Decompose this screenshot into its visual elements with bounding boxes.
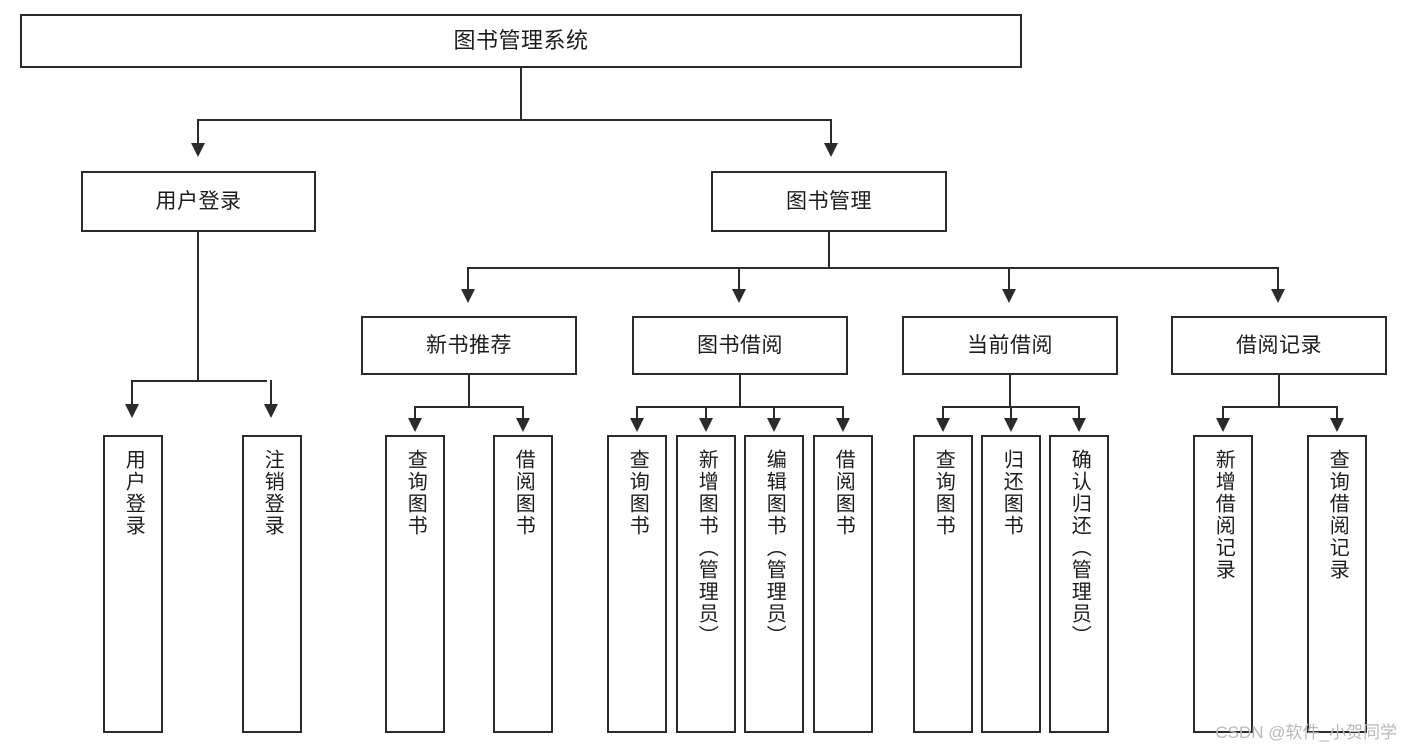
leaf-label: 新增借阅记录 <box>1212 449 1235 581</box>
connector-book-mgmt-to-borrow-book <box>738 267 740 293</box>
connector-current-borrow-leaf-3 <box>1078 406 1080 422</box>
leaf-label: 查询图书 <box>932 449 955 537</box>
connector-borrow-book-bus <box>636 406 844 408</box>
connector-borrow-book-leaf-2 <box>705 406 707 422</box>
connector-borrow-book-leaf-4 <box>842 406 844 422</box>
leaf-borrow-book-borrow[interactable]: 借阅图书 <box>813 435 873 733</box>
connector-root-to-book-mgmt <box>830 119 832 147</box>
node-current-borrow[interactable]: 当前借阅 <box>902 316 1118 375</box>
arrow-root-to-book-mgmt <box>824 143 838 157</box>
arrow-borrow-book-leaf-2 <box>699 418 713 432</box>
leaf-user-login-login[interactable]: 用户登录 <box>103 435 163 733</box>
connector-book-mgmt-stem <box>828 232 830 268</box>
leaf-label: 新增图书（管理员） <box>695 449 718 647</box>
connector-borrow-book-stem <box>739 375 741 407</box>
connector-borrow-record-leaf-1 <box>1222 406 1224 422</box>
connector-borrow-record-leaf-2 <box>1336 406 1338 422</box>
node-label: 图书管理系统 <box>453 27 589 53</box>
leaf-current-borrow-query[interactable]: 查询图书 <box>913 435 973 733</box>
connector-user-login-bus <box>131 380 267 382</box>
connector-book-mgmt-to-current-borrow <box>1008 267 1010 293</box>
leaf-user-login-logout[interactable]: 注销登录 <box>242 435 302 733</box>
arrow-borrow-book-leaf-4 <box>836 418 850 432</box>
leaf-new-book-query[interactable]: 查询图书 <box>385 435 445 733</box>
arrow-user-login-leaf-1 <box>125 404 139 418</box>
connector-current-borrow-leaf-2 <box>1010 406 1012 422</box>
connector-book-mgmt-to-new-book <box>467 267 469 293</box>
arrow-root-to-user-login <box>191 143 205 157</box>
node-book-borrow[interactable]: 图书借阅 <box>632 316 848 375</box>
leaf-borrow-book-query[interactable]: 查询图书 <box>607 435 667 733</box>
arrow-borrow-book-leaf-3 <box>767 418 781 432</box>
leaf-borrow-book-edit[interactable]: 编辑图书（管理员） <box>744 435 804 733</box>
node-book-management[interactable]: 图书管理 <box>711 171 947 232</box>
arrow-book-mgmt-to-borrow-record <box>1271 289 1285 303</box>
arrow-book-mgmt-to-new-book <box>461 289 475 303</box>
connector-new-book-stem <box>468 375 470 407</box>
leaf-label: 查询图书 <box>626 449 649 537</box>
node-borrow-record[interactable]: 借阅记录 <box>1171 316 1387 375</box>
arrow-new-book-leaf-2 <box>516 418 530 432</box>
connector-new-book-leaf-1 <box>414 406 416 422</box>
node-new-book-recommend[interactable]: 新书推荐 <box>361 316 577 375</box>
connector-book-mgmt-to-borrow-record <box>1277 267 1279 293</box>
leaf-borrow-book-add[interactable]: 新增图书（管理员） <box>676 435 736 733</box>
arrow-current-borrow-leaf-1 <box>936 418 950 432</box>
node-label: 当前借阅 <box>967 333 1053 357</box>
connector-new-book-bus <box>414 406 524 408</box>
leaf-label: 查询图书 <box>404 449 427 537</box>
leaf-current-borrow-return[interactable]: 归还图书 <box>981 435 1041 733</box>
arrow-user-login-leaf-2 <box>264 404 278 418</box>
node-label: 用户登录 <box>155 189 242 213</box>
arrow-borrow-record-leaf-1 <box>1216 418 1230 432</box>
connector-new-book-leaf-2 <box>522 406 524 422</box>
connector-current-borrow-stem <box>1009 375 1011 407</box>
connector-user-login-leaf-1 <box>131 380 133 408</box>
leaf-label: 借阅图书 <box>512 449 535 537</box>
arrow-book-mgmt-to-current-borrow <box>1002 289 1016 303</box>
leaf-label: 归还图书 <box>1000 449 1023 537</box>
arrow-borrow-book-leaf-1 <box>630 418 644 432</box>
arrow-book-mgmt-to-borrow-book <box>732 289 746 303</box>
arrow-new-book-leaf-1 <box>408 418 422 432</box>
leaf-label: 注销登录 <box>261 449 284 537</box>
connector-borrow-record-bus <box>1222 406 1338 408</box>
connector-user-login-stem <box>197 232 199 381</box>
connector-root-bus <box>197 119 832 121</box>
node-label: 图书借阅 <box>697 333 783 357</box>
node-label: 图书管理 <box>786 189 872 213</box>
node-label: 新书推荐 <box>426 333 512 357</box>
connector-root-stem <box>520 68 522 120</box>
leaf-borrow-record-add[interactable]: 新增借阅记录 <box>1193 435 1253 733</box>
leaf-current-borrow-confirm-return[interactable]: 确认归还（管理员） <box>1049 435 1109 733</box>
leaf-label: 确认归还（管理员） <box>1068 449 1091 647</box>
connector-root-to-user-login <box>197 119 199 147</box>
connector-borrow-book-leaf-3 <box>773 406 775 422</box>
leaf-label: 查询借阅记录 <box>1326 449 1349 581</box>
node-label: 借阅记录 <box>1236 333 1322 357</box>
connector-borrow-book-leaf-1 <box>636 406 638 422</box>
arrow-borrow-record-leaf-2 <box>1330 418 1344 432</box>
arrow-current-borrow-leaf-2 <box>1004 418 1018 432</box>
connector-borrow-record-stem <box>1278 375 1280 407</box>
leaf-borrow-record-query[interactable]: 查询借阅记录 <box>1307 435 1367 733</box>
leaf-new-book-borrow[interactable]: 借阅图书 <box>493 435 553 733</box>
leaf-label: 借阅图书 <box>832 449 855 537</box>
node-root-system[interactable]: 图书管理系统 <box>20 14 1022 68</box>
leaf-label: 用户登录 <box>122 449 145 537</box>
connector-user-login-leaf-2 <box>270 380 272 408</box>
connector-book-mgmt-bus <box>467 267 1279 269</box>
arrow-current-borrow-leaf-3 <box>1072 418 1086 432</box>
leaf-label: 编辑图书（管理员） <box>763 449 786 647</box>
node-user-login[interactable]: 用户登录 <box>81 171 316 232</box>
connector-current-borrow-leaf-1 <box>942 406 944 422</box>
